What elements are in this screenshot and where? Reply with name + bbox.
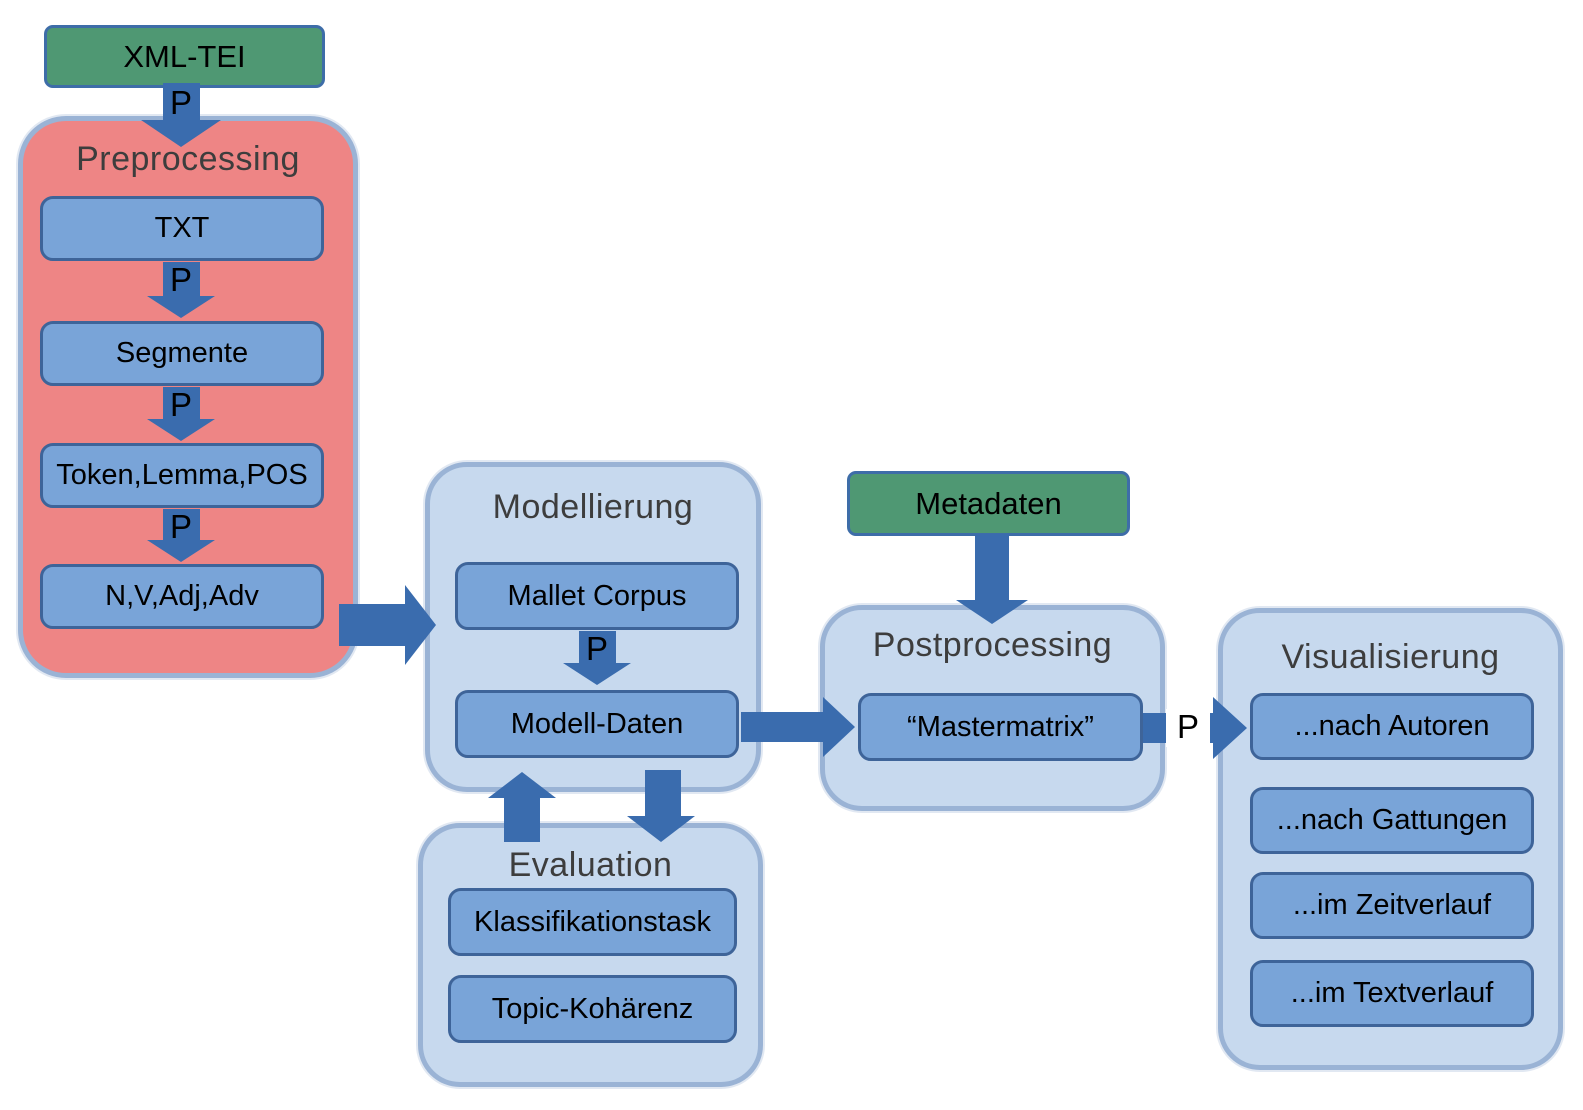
- arrow-segmente-to-token-head: [147, 419, 215, 441]
- arrow-mallet-to-modelldaten-stem: [579, 631, 616, 665]
- process-step-label: P: [585, 630, 608, 667]
- modellierung-title: Modellierung: [492, 488, 694, 526]
- arrow-metadaten-to-postprocessing-stem: [975, 534, 1009, 602]
- input-node-metadaten: Metadaten: [847, 471, 1130, 536]
- arrow-metadaten-to-postprocessing-head: [956, 600, 1028, 624]
- step-token-lemma-pos: Token,Lemma,POS: [40, 443, 324, 508]
- arrow-token-to-nvadjadv-head: [147, 540, 215, 562]
- evaluation-title: Evaluation: [508, 846, 673, 884]
- arrow-modelldaten-to-mastermatrix-stem: [741, 712, 825, 742]
- process-step-label: P: [169, 386, 192, 423]
- process-step-label: P: [169, 261, 192, 298]
- step-im-textverlauf: ...im Textverlauf: [1250, 960, 1534, 1027]
- process-step-label: P: [169, 84, 192, 121]
- arrow-modellierung-to-evaluation-head: [627, 816, 695, 842]
- step-nach-gattungen: ...nach Gattungen: [1250, 787, 1534, 854]
- arrow-preprocessing-to-modellierung-head: [405, 585, 436, 665]
- arrow-evaluation-to-modellierung-stem: [504, 796, 540, 842]
- arrow-modelldaten-to-mastermatrix-head: [823, 697, 855, 757]
- step-n-v-adj-adv: N,V,Adj,Adv: [40, 564, 324, 629]
- step-mallet-corpus: Mallet Corpus: [455, 562, 739, 630]
- arrow-txt-to-segmente-stem: [163, 262, 200, 298]
- arrow-mallet-to-modelldaten-head: [563, 663, 631, 685]
- arrow-segmente-to-token-stem: [163, 387, 200, 421]
- input-node-xml-tei: XML-TEI: [44, 25, 325, 88]
- arrow-xmltei-to-preprocessing-head: [141, 120, 221, 147]
- arrow-xmltei-to-preprocessing-stem: [163, 83, 200, 123]
- arrow-mastermatrix-to-visualisierung-head: [1213, 697, 1247, 759]
- visualisierung-title: Visualisierung: [1281, 638, 1500, 676]
- step-im-zeitverlauf: ...im Zeitverlauf: [1250, 872, 1534, 939]
- process-step-label: P: [1166, 709, 1210, 747]
- arrow-modellierung-to-evaluation-stem: [645, 770, 681, 818]
- step-klassifikationstask: Klassifikationstask: [448, 888, 737, 956]
- step-segmente: Segmente: [40, 321, 324, 386]
- arrow-preprocessing-to-modellierung-stem: [339, 604, 407, 646]
- arrow-txt-to-segmente-head: [147, 296, 215, 318]
- process-step-label: P: [169, 508, 192, 545]
- arrow-token-to-nvadjadv-stem: [163, 509, 200, 542]
- step-txt: TXT: [40, 196, 324, 261]
- step-modell-daten: Modell-Daten: [455, 690, 739, 758]
- step-nach-autoren: ...nach Autoren: [1250, 693, 1534, 760]
- arrow-evaluation-to-modellierung-head: [488, 772, 556, 798]
- step-topic-kohaerenz: Topic-Kohärenz: [448, 975, 737, 1043]
- step-mastermatrix: “Mastermatrix”: [858, 693, 1143, 761]
- postprocessing-title: Postprocessing: [872, 626, 1113, 664]
